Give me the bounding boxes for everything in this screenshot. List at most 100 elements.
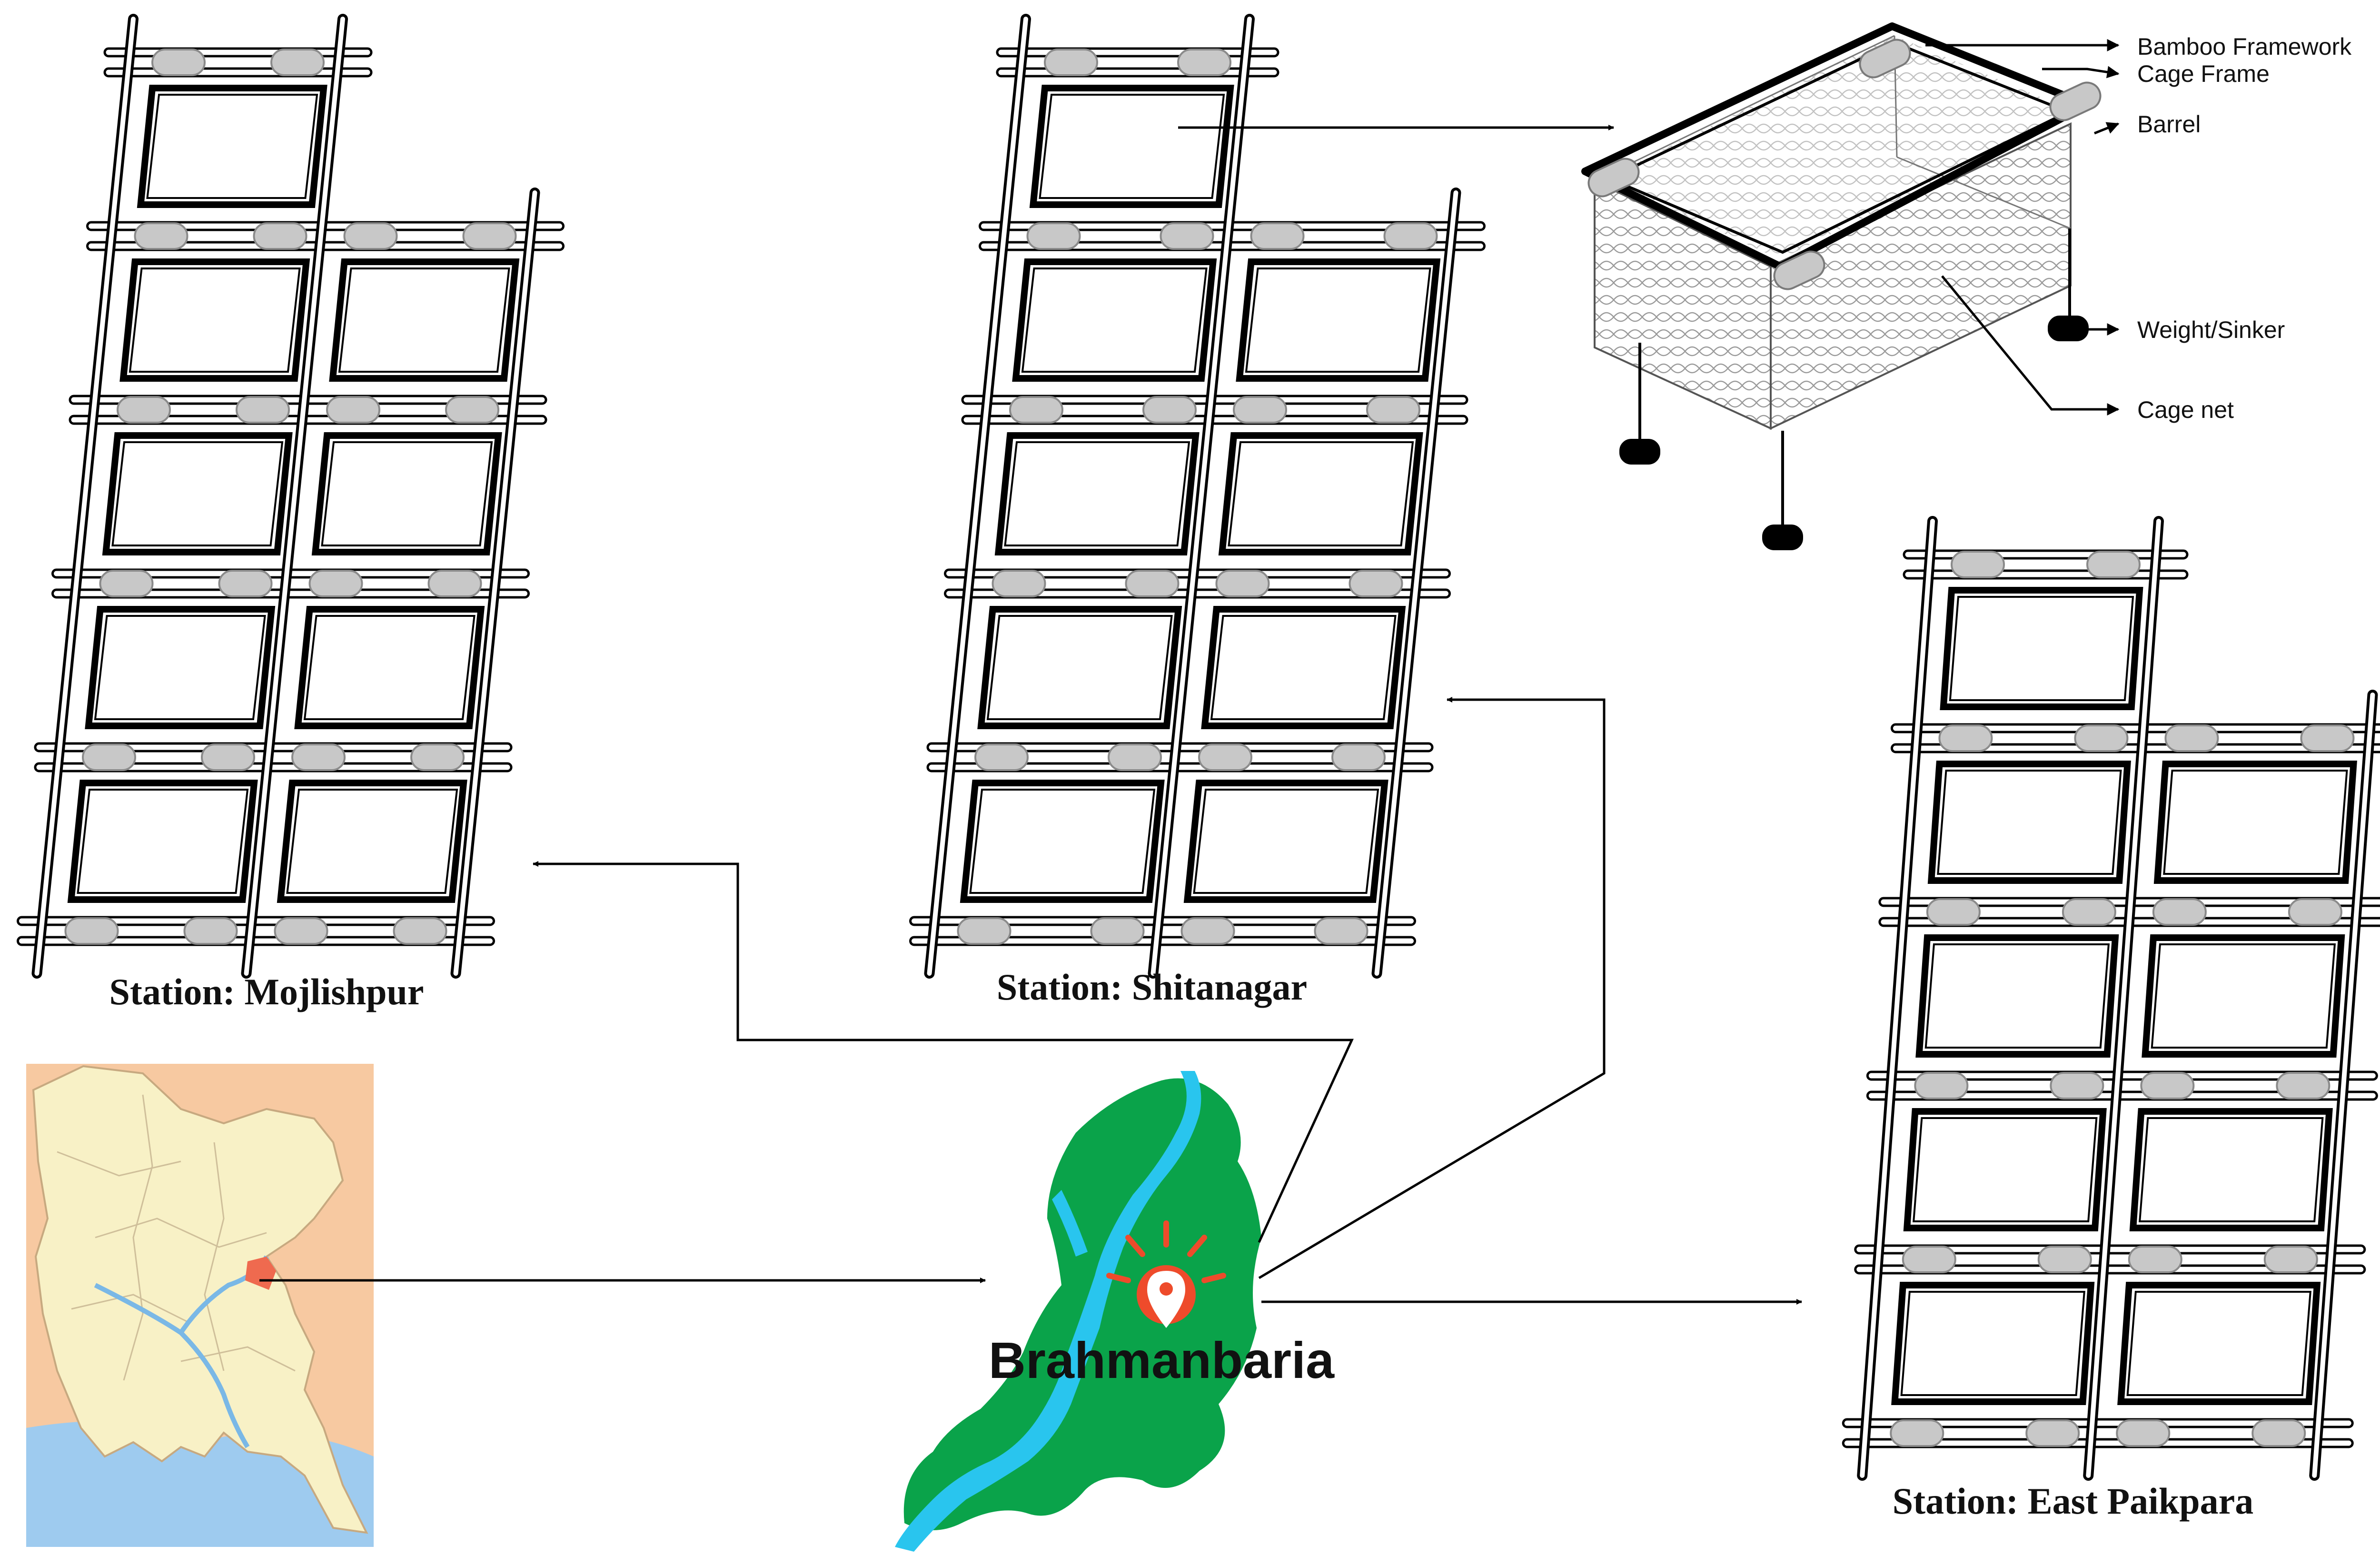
station-label-shitanagar: Station: Shitanagar bbox=[997, 966, 1307, 1008]
cage-layout-mojlishpur bbox=[17, 14, 565, 979]
cage-cell bbox=[1940, 587, 2143, 710]
cage-cell bbox=[1218, 432, 1423, 555]
location-pin-icon bbox=[1106, 1220, 1226, 1328]
district-shape bbox=[903, 1078, 1261, 1530]
cage-cell bbox=[1927, 761, 2131, 884]
cage-cell bbox=[1915, 934, 2119, 1058]
barrel bbox=[1026, 222, 1081, 250]
barrel bbox=[270, 49, 325, 76]
barrel bbox=[2037, 1246, 2092, 1273]
barrel bbox=[2050, 1072, 2104, 1099]
barrel bbox=[1366, 396, 1420, 424]
cage-cell bbox=[67, 780, 258, 903]
cage-cell bbox=[311, 432, 502, 555]
arrow-to-shitanagar bbox=[1258, 697, 1606, 1279]
barrel bbox=[427, 570, 482, 597]
barrel bbox=[2074, 724, 2129, 752]
barrel bbox=[957, 917, 1012, 945]
bangladesh-locator-map bbox=[26, 1064, 374, 1547]
barrel bbox=[2263, 1246, 2318, 1273]
arrow-to-mojlishpur bbox=[533, 861, 1354, 1243]
cage-cell bbox=[1012, 258, 1217, 382]
cage-callouts bbox=[1925, 39, 2120, 416]
barrel bbox=[2152, 898, 2207, 926]
barrel bbox=[274, 917, 328, 945]
barrel bbox=[151, 49, 206, 76]
barrel bbox=[1890, 1419, 1944, 1447]
barrel bbox=[1902, 1246, 1956, 1273]
barrel-icons bbox=[1587, 39, 2102, 290]
cage-cell bbox=[119, 258, 310, 382]
cage-cell bbox=[277, 780, 467, 903]
barrel bbox=[1250, 222, 1305, 250]
cage-cell bbox=[137, 85, 327, 208]
cage-net-top bbox=[1604, 36, 2075, 259]
connector-arrows bbox=[259, 125, 1802, 1305]
barrel bbox=[2276, 1072, 2330, 1099]
barrel bbox=[1180, 917, 1235, 945]
cage-cell bbox=[1201, 606, 1406, 729]
cage-layout-east-paikpara bbox=[1842, 516, 2380, 1481]
barrel bbox=[64, 917, 119, 945]
barrel bbox=[2140, 1072, 2195, 1099]
cage-cell bbox=[329, 258, 520, 382]
barrel bbox=[117, 396, 171, 424]
barrel bbox=[134, 222, 188, 250]
bamboo-pole bbox=[34, 762, 513, 773]
barrel bbox=[445, 396, 499, 424]
barrel bbox=[410, 743, 465, 771]
cage-cell bbox=[2117, 1282, 2321, 1405]
bamboo-pole bbox=[996, 47, 1279, 58]
country-outline bbox=[32, 1065, 368, 1534]
cage-cell bbox=[1903, 1108, 2107, 1231]
barrel bbox=[1108, 743, 1162, 771]
barrel bbox=[236, 396, 290, 424]
barrel bbox=[308, 570, 363, 597]
barrel bbox=[1331, 743, 1386, 771]
bamboo-pole bbox=[17, 936, 495, 946]
barrel bbox=[2062, 898, 2116, 926]
barrel bbox=[1914, 1072, 1969, 1099]
barrel bbox=[1314, 917, 1368, 945]
cage-cell bbox=[85, 606, 276, 729]
barrel bbox=[1938, 724, 1993, 752]
barrel bbox=[974, 743, 1029, 771]
bamboo-pole bbox=[69, 415, 547, 425]
barrel bbox=[2086, 551, 2141, 578]
barrel bbox=[82, 743, 136, 771]
barrel bbox=[2300, 724, 2355, 752]
bamboo-pole bbox=[996, 67, 1279, 78]
station-label-east-paikpara: Station: East Paikpara bbox=[1893, 1480, 2253, 1522]
river-branch bbox=[1052, 1190, 1088, 1257]
bamboo-pole bbox=[926, 762, 1434, 773]
bamboo-pole bbox=[103, 67, 373, 78]
barrel bbox=[1383, 222, 1438, 250]
barrel bbox=[291, 743, 346, 771]
bamboo-pole bbox=[1842, 1418, 2354, 1428]
barrel bbox=[1142, 396, 1197, 424]
cage-cell bbox=[1183, 780, 1388, 903]
barrel bbox=[99, 570, 154, 597]
cage-cell bbox=[102, 432, 293, 555]
barrel bbox=[1215, 570, 1270, 597]
barrel bbox=[1160, 222, 1214, 250]
label-barrel: Barrel bbox=[2137, 111, 2201, 138]
label-cage-net: Cage net bbox=[2137, 396, 2234, 423]
cage-cell bbox=[294, 606, 485, 729]
barrel bbox=[218, 570, 273, 597]
barrel bbox=[1125, 570, 1180, 597]
barrel bbox=[1951, 551, 2005, 578]
cage-cell bbox=[1891, 1282, 2095, 1405]
barrel bbox=[1044, 49, 1098, 76]
cage-cell bbox=[2142, 934, 2345, 1058]
cage-cell bbox=[1236, 258, 1441, 382]
barrel bbox=[201, 743, 255, 771]
barrel bbox=[2025, 1419, 2080, 1447]
barrel bbox=[2164, 724, 2219, 752]
barrel bbox=[183, 917, 238, 945]
bamboo-pole bbox=[1903, 569, 2189, 580]
bamboo-pole bbox=[1854, 1264, 2366, 1275]
barrel bbox=[1177, 49, 1231, 76]
barrel bbox=[1198, 743, 1252, 771]
cage-layout-shitanagar bbox=[909, 14, 1486, 979]
